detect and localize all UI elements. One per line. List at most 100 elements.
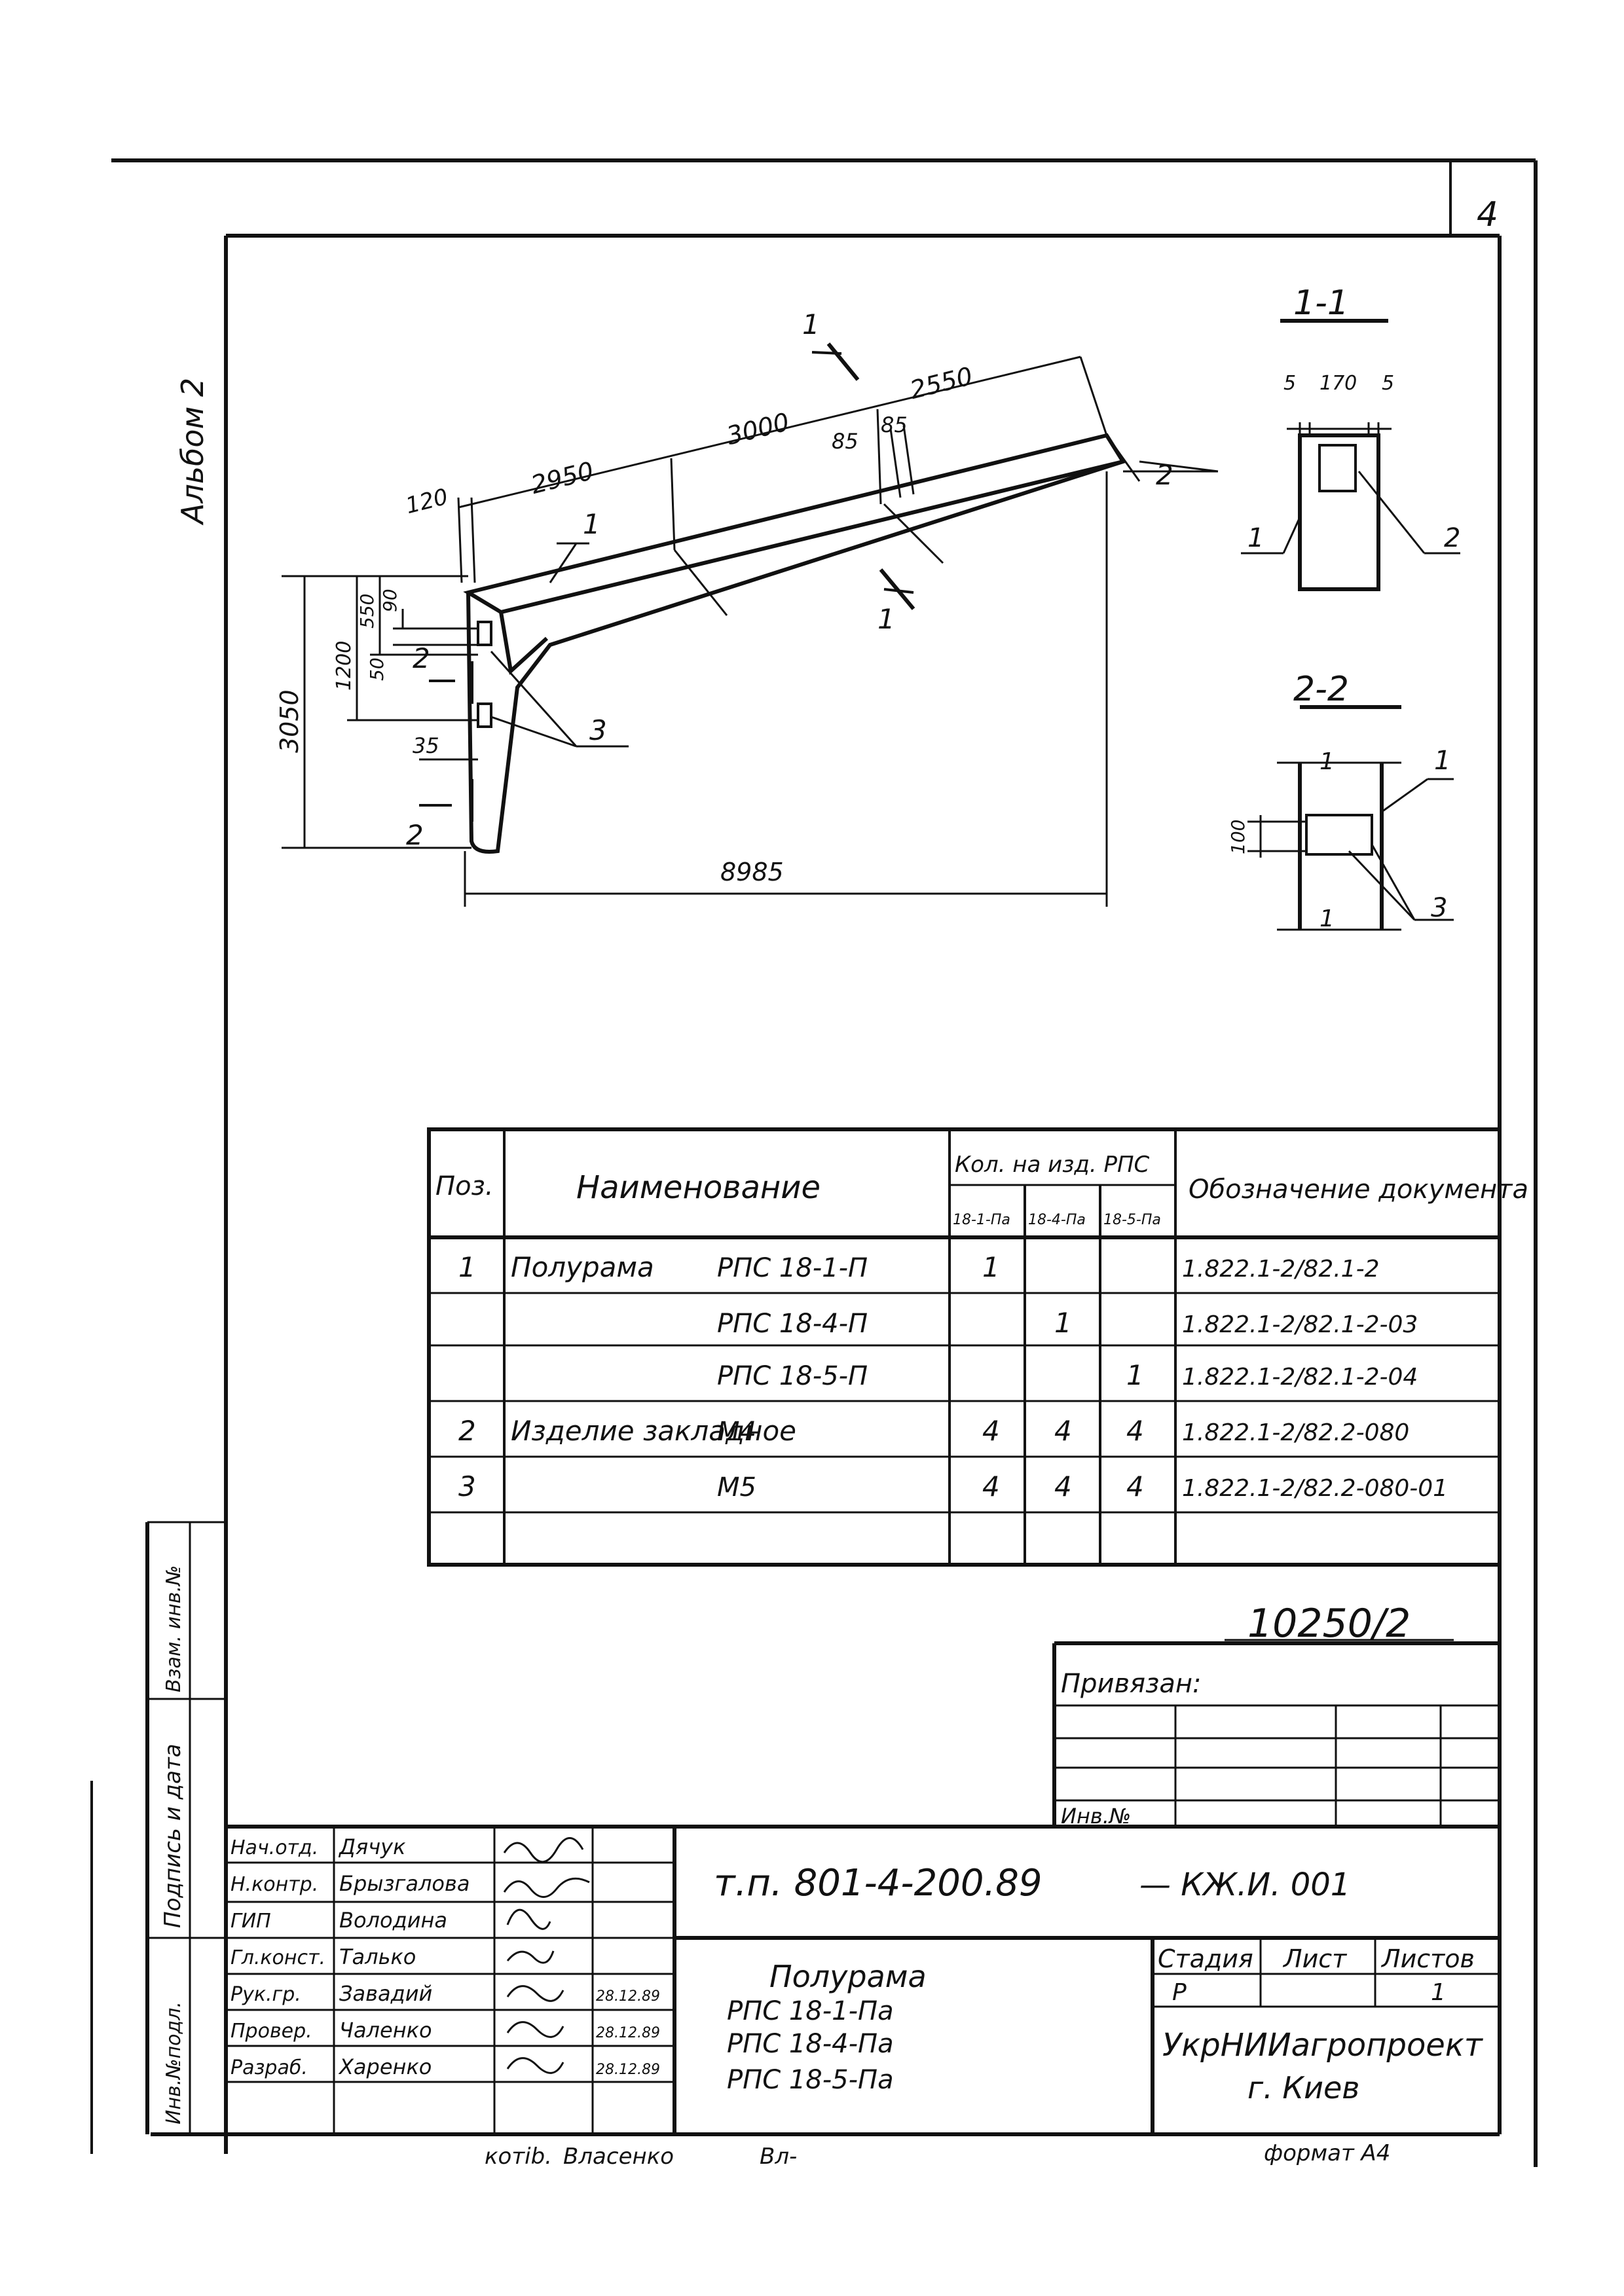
person-6-role: Провер. xyxy=(231,2020,312,2043)
person-6-date: 28.12.89 xyxy=(596,2025,660,2041)
spec-row-3-q3: 1 xyxy=(1126,1359,1144,1391)
pos-3-label: 3 xyxy=(589,714,607,746)
person-4-role: Гл.конст. xyxy=(231,1946,325,1969)
spec-row-5-q3: 4 xyxy=(1126,1470,1144,1503)
title-product-line-3: РПС 18-5-Па xyxy=(727,2065,894,2095)
cut-1-1-marks xyxy=(811,342,915,610)
sheet-number: 4 xyxy=(1477,195,1498,234)
section-1-1-dim-right: 5 xyxy=(1382,372,1394,395)
spec-row-2-q2: 1 xyxy=(1054,1307,1072,1339)
section-1-1-drawing xyxy=(1241,319,1460,591)
section-1-1-title: 1-1 xyxy=(1293,283,1349,323)
dim-3000: 3000 xyxy=(724,407,792,450)
reference-number: 10250/2 xyxy=(1247,1601,1411,1647)
person-1-role: Нач.отд. xyxy=(231,1836,318,1859)
person-3-role: ГИП xyxy=(231,1910,271,1933)
person-7-date: 28.12.89 xyxy=(596,2062,660,2078)
spec-header-pos: Поз. xyxy=(435,1171,494,1201)
spec-table-grid xyxy=(427,1127,1502,1567)
person-7-name: Харенко xyxy=(338,2054,432,2079)
spec-row-4-q3: 4 xyxy=(1126,1415,1144,1447)
kotib-name: Власенко xyxy=(563,2143,674,2170)
dim-90: 90 xyxy=(379,589,401,612)
pos-2-label: 2 xyxy=(1156,459,1173,491)
spec-row-4-mark: М4 xyxy=(717,1417,756,1447)
spec-row-2-mark: РПС 18-4-П xyxy=(717,1309,868,1339)
dim-3050: 3050 xyxy=(275,689,304,753)
section-1-1-pos1: 1 xyxy=(1247,523,1264,553)
section-2-2-pos1b: 1 xyxy=(1434,746,1450,776)
spec-row-1-q1: 1 xyxy=(982,1251,1000,1283)
city: г. Киев xyxy=(1247,2070,1359,2105)
spec-row-2-doc: 1.822.1-2/82.1-2-03 xyxy=(1182,1311,1418,1338)
spec-row-1-name: Полурама xyxy=(511,1251,654,1283)
spec-header-doc: Обозначение документа xyxy=(1189,1175,1528,1205)
person-5-name: Завадий xyxy=(339,1981,432,2006)
cut-2-2-marks xyxy=(419,661,473,822)
sheets-value: 1 xyxy=(1431,1979,1446,2006)
spec-row-5-mark: М5 xyxy=(717,1472,756,1503)
title-product-line-1: РПС 18-1-Па xyxy=(727,1996,894,2026)
spec-header-name: Наименование xyxy=(576,1169,821,1206)
person-5-role: Рук.гр. xyxy=(231,1983,301,2006)
dim-120: 120 xyxy=(403,484,451,520)
dim-85-b: 85 xyxy=(881,412,908,437)
section-2-2-title: 2-2 xyxy=(1293,670,1349,709)
spec-row-4-name: Изделие закладное xyxy=(511,1415,796,1447)
binding-inv: Инв.№ xyxy=(1061,1804,1131,1829)
half-frame-drawing xyxy=(463,433,1141,854)
pos-1-label: 1 xyxy=(583,508,600,540)
person-4-name: Талько xyxy=(339,1944,416,1969)
dim-50: 50 xyxy=(366,657,388,681)
spec-row-1-doc: 1.822.1-2/82.1-2 xyxy=(1182,1256,1379,1283)
person-6-name: Чаленко xyxy=(339,2018,432,2043)
spec-row-5-doc: 1.822.1-2/82.2-080-01 xyxy=(1182,1475,1448,1502)
position-leaders xyxy=(490,460,1219,748)
spec-row-4-pos: 2 xyxy=(458,1415,476,1447)
sheets-header: Листов xyxy=(1380,1944,1475,1973)
binding-block-grid xyxy=(1052,1639,1500,1827)
dim-2550: 2550 xyxy=(907,361,975,405)
stage-header: Стадия xyxy=(1158,1944,1253,1973)
section-1-1-dim-left: 5 xyxy=(1283,372,1296,395)
title-block-grid xyxy=(226,1825,1500,2134)
spec-header-qty3: 18-5-Па xyxy=(1103,1212,1161,1228)
spec-table-rows: 1 Полурама РПС 18-1-П 1 1.822.1-2/82.1-2РПС … xyxy=(458,1251,1448,1503)
sheet-header: Лист xyxy=(1282,1944,1348,1973)
section-2-2-pos1a: 1 xyxy=(1320,748,1335,775)
title-product: Полурама xyxy=(769,1959,927,1994)
section-2-2-pos1c: 1 xyxy=(1320,905,1335,932)
spec-row-4-doc: 1.822.1-2/82.2-080 xyxy=(1182,1419,1409,1446)
signatures xyxy=(503,1837,590,2074)
dim-8985: 8985 xyxy=(720,858,784,886)
section-2-2-drawing xyxy=(1247,705,1454,931)
section-1-1-dim-mid: 170 xyxy=(1320,372,1357,395)
kotib-sign: Вл- xyxy=(760,2143,797,2170)
section-2-2-dim: 100 xyxy=(1227,820,1249,854)
side-stamp-podpis-data: Подпись и дата xyxy=(160,1743,186,1928)
side-stamp-vzam-inv: Взам. инв.№ xyxy=(162,1565,185,1692)
dim-35: 35 xyxy=(413,733,439,758)
person-7-role: Разраб. xyxy=(231,2056,308,2079)
format-label: формат А4 xyxy=(1264,2140,1390,2166)
spec-row-4-q1: 4 xyxy=(982,1415,1000,1447)
section-1-1-pos2: 2 xyxy=(1444,523,1460,553)
left-dimension-chain xyxy=(282,575,478,849)
spec-row-5-pos: 3 xyxy=(458,1470,476,1503)
cut-2-top-label: 2 xyxy=(413,642,430,674)
spec-row-1-mark: РПС 18-1-П xyxy=(717,1253,868,1283)
spec-header-qty1: 18-1-Па xyxy=(953,1212,1010,1228)
spec-row-3-mark: РПС 18-5-П xyxy=(717,1361,868,1391)
spec-row-5-q1: 4 xyxy=(982,1470,1000,1503)
cut-1-top-label: 1 xyxy=(802,308,820,340)
spec-row-3-doc: 1.822.1-2/82.1-2-04 xyxy=(1182,1364,1418,1391)
binding-title: Привязан: xyxy=(1061,1669,1202,1699)
title-code-suffix: — КЖ.И. 001 xyxy=(1139,1867,1350,1903)
title-product-line-2: РПС 18-4-Па xyxy=(727,2029,894,2059)
spec-header-qty2: 18-4-Па xyxy=(1028,1212,1086,1228)
cut-1-bottom-label: 1 xyxy=(877,603,895,635)
kotib-label: котib. xyxy=(485,2143,552,2170)
stage-value: Р xyxy=(1172,1979,1187,2006)
